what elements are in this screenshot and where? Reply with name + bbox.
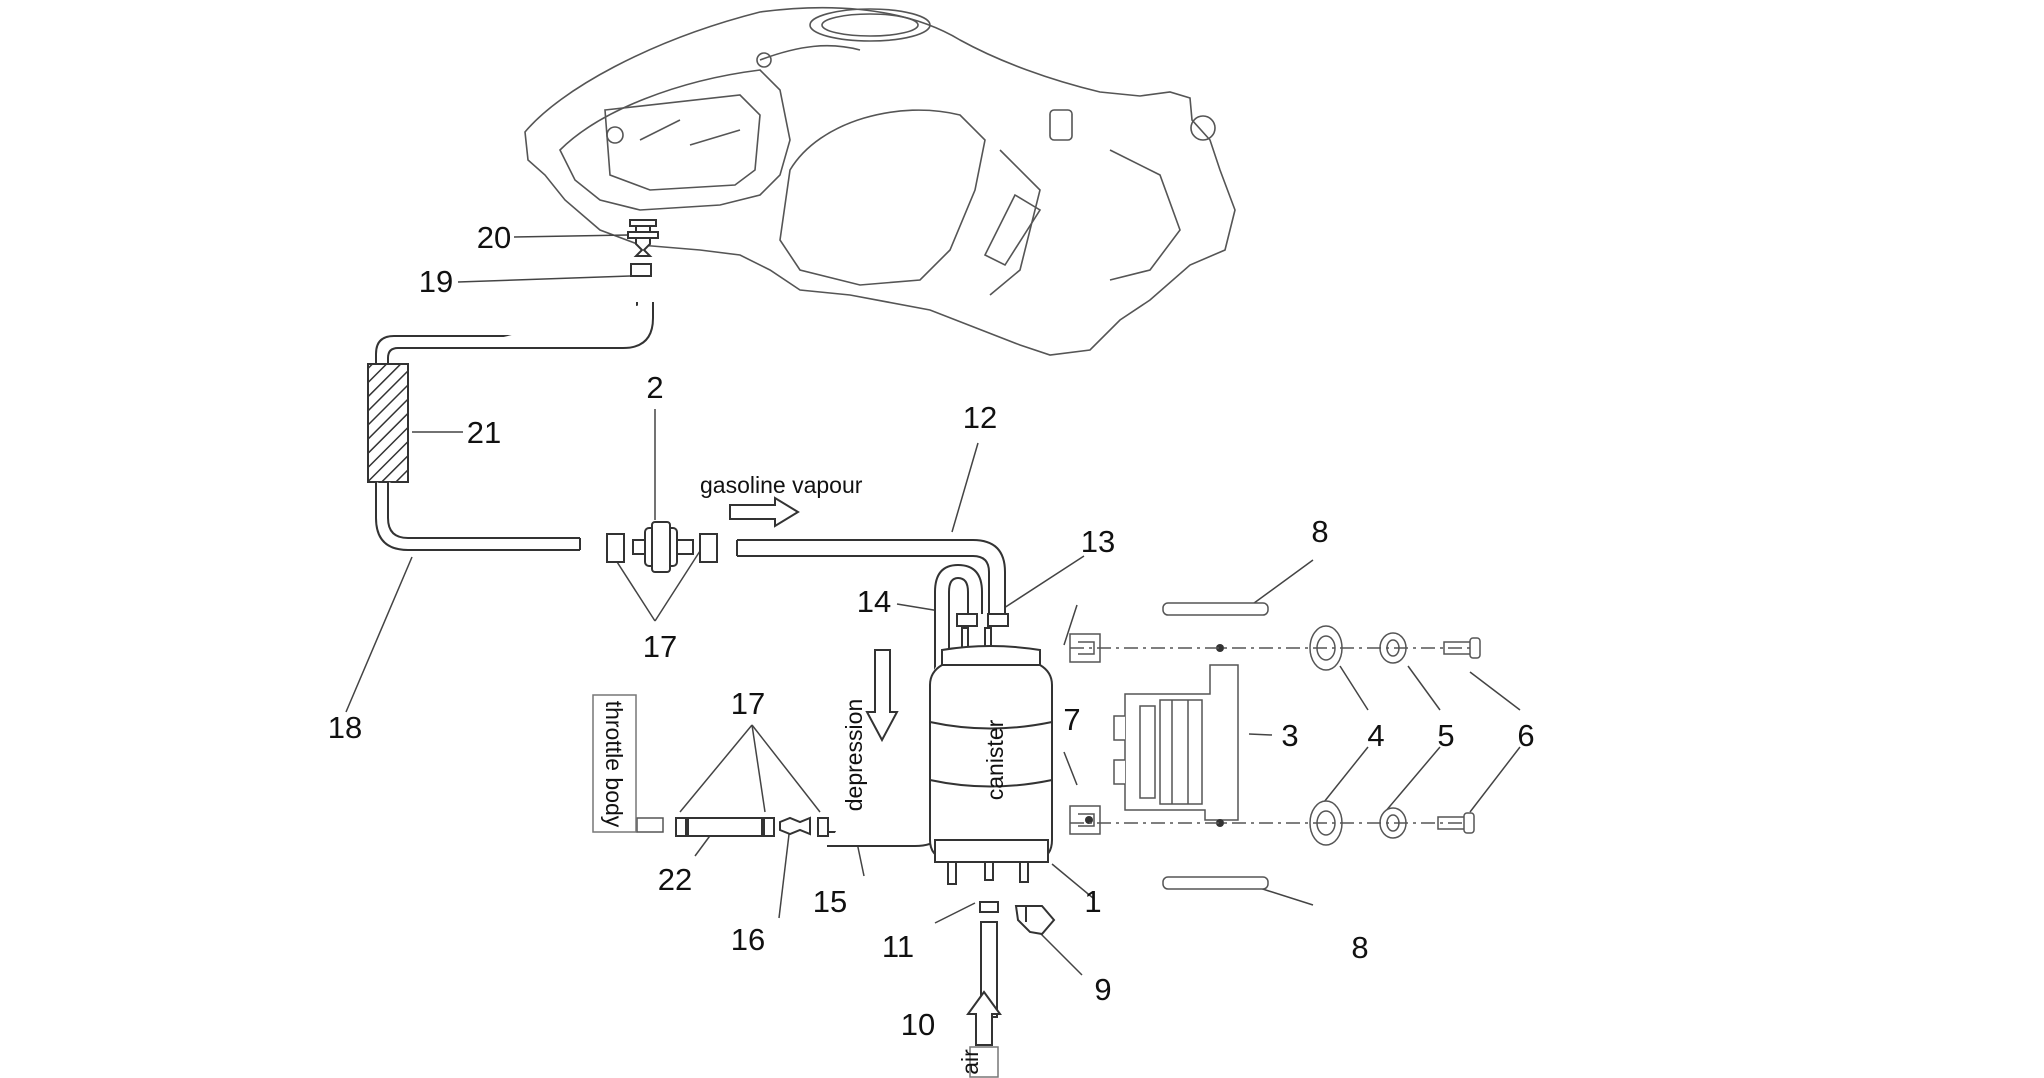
callout-7: 7 xyxy=(1063,702,1080,737)
callout-5: 5 xyxy=(1437,718,1454,753)
valve-2 xyxy=(606,521,718,573)
label-canister: canister xyxy=(982,719,1008,800)
callout-15: 15 xyxy=(813,884,847,919)
callout-3: 3 xyxy=(1281,718,1298,753)
callout-17-upper: 17 xyxy=(643,629,677,664)
callout-18: 18 xyxy=(328,710,362,745)
grommets-4 xyxy=(1309,625,1343,846)
arrow-depression xyxy=(865,649,899,743)
fuel-tank xyxy=(524,6,1236,356)
guides-8 xyxy=(1162,602,1269,890)
throttle-body-stub xyxy=(636,817,664,833)
callout-11: 11 xyxy=(882,929,914,964)
arrow-air xyxy=(966,990,1002,1046)
axis-lines xyxy=(1070,647,1470,824)
text-labels: gasoline vapour depression canister thro… xyxy=(601,472,1008,1075)
callout-4: 4 xyxy=(1367,718,1384,753)
callout-13: 13 xyxy=(1081,524,1115,559)
hose-22 xyxy=(687,817,763,837)
callout-14: 14 xyxy=(857,584,891,619)
label-air: air xyxy=(957,1049,983,1075)
rings-17-lower xyxy=(675,817,829,837)
label-gasoline-vapour: gasoline vapour xyxy=(700,472,863,498)
vent-hose-upper xyxy=(375,302,654,364)
cap-9 xyxy=(1014,905,1056,936)
callout-19: 19 xyxy=(419,264,453,299)
callout-16: 16 xyxy=(731,922,765,957)
label-depression: depression xyxy=(841,699,867,812)
arrow-gasoline-vapour xyxy=(729,496,800,528)
callout-8-bottom: 8 xyxy=(1351,930,1368,965)
callout-22: 22 xyxy=(658,862,692,897)
canister-1 xyxy=(929,627,1053,885)
ring-19 xyxy=(630,263,652,277)
label-throttle-body: throttle body xyxy=(601,701,627,828)
callout-10: 10 xyxy=(901,1007,935,1042)
air-box xyxy=(969,1046,999,1078)
callout-9: 9 xyxy=(1094,972,1111,1007)
callout-2: 2 xyxy=(646,370,663,405)
ring-11 xyxy=(979,901,999,913)
filter-21 xyxy=(367,363,409,483)
callout-17-lower: 17 xyxy=(731,686,765,721)
fitting-20 xyxy=(627,219,659,257)
callout-6: 6 xyxy=(1517,718,1534,753)
clips-7 xyxy=(1069,633,1101,835)
callout-8-top: 8 xyxy=(1311,514,1328,549)
callout-12: 12 xyxy=(963,400,997,435)
callout-1: 1 xyxy=(1084,884,1101,919)
callout-numbers: 1 2 3 4 5 6 7 8 8 9 10 11 12 13 14 15 16… xyxy=(328,220,1535,1042)
bracket-3 xyxy=(1113,644,1239,827)
callout-21: 21 xyxy=(467,415,501,450)
callout-20: 20 xyxy=(477,220,511,255)
rings-13-14 xyxy=(956,613,1009,627)
throttle-body-box xyxy=(592,694,637,833)
hose-18 xyxy=(375,482,581,551)
nipple-16 xyxy=(779,816,811,836)
leader-lines xyxy=(345,234,1521,976)
